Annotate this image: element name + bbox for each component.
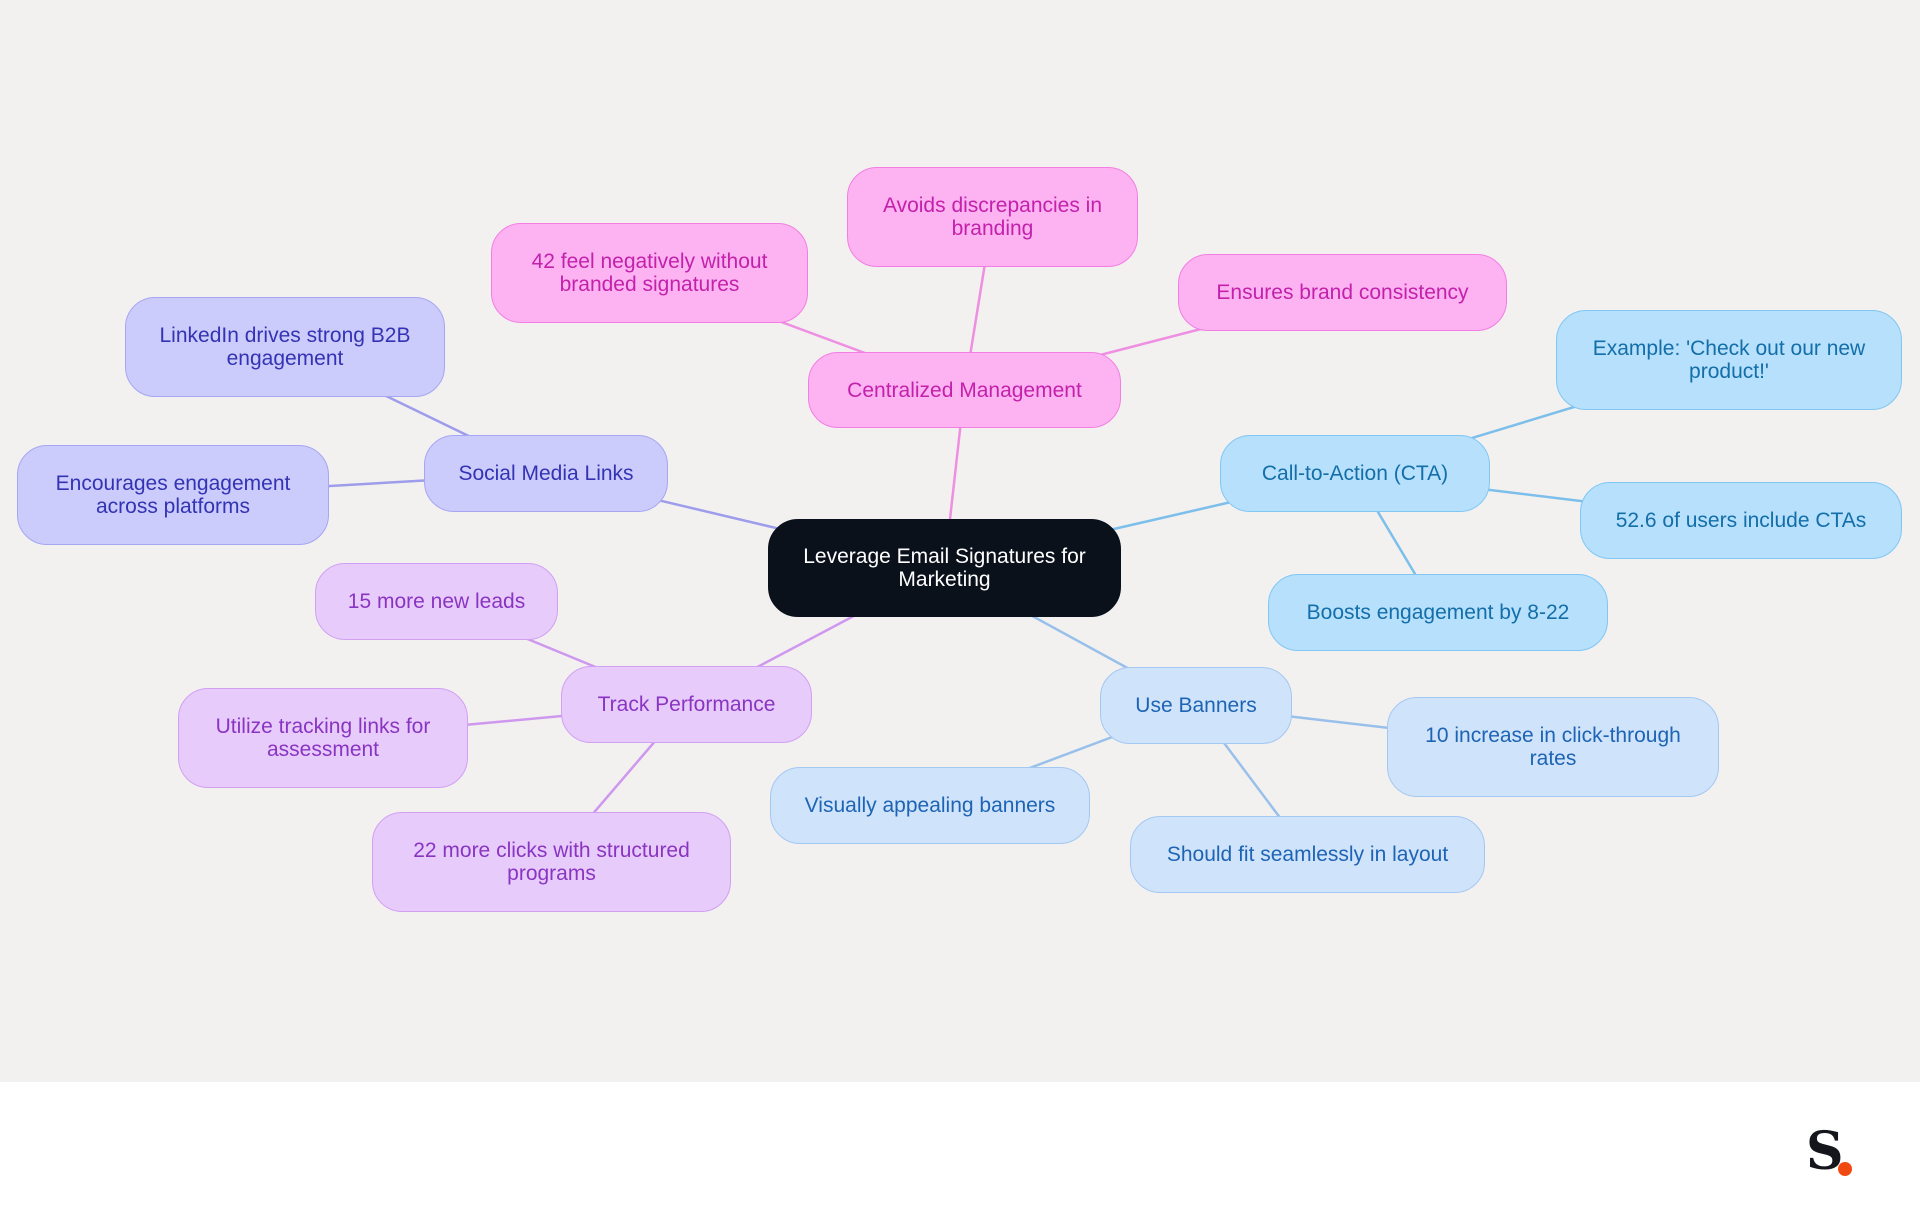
root-node: Leverage Email Signatures for Marketing [768,519,1121,617]
leaf-avoids-discrepancies: Avoids discrepancies in branding [847,167,1138,267]
logo-letter: S [1806,1121,1844,1182]
branch-track-performance: Track Performance [561,666,812,743]
leaf-label: 15 more new leads [347,590,526,613]
leaf-fit-seamlessly: Should fit seamlessly in layout [1130,816,1485,893]
leaf-label: 42 feel negatively without branded signa… [531,250,768,296]
diagram-area: Leverage Email Signatures for Marketing … [0,0,1920,1082]
leaf-label: Example: 'Check out our new product!' [1592,337,1866,383]
leaf-label: LinkedIn drives strong B2B engagement [159,324,411,370]
brand-logo: S [1806,1122,1866,1182]
branch-label: Use Banners [1135,694,1257,717]
branch-label: Social Media Links [458,462,634,485]
leaf-more-new-leads: 15 more new leads [315,563,558,640]
branch-centralized-management: Centralized Management [808,352,1121,428]
leaf-negative-without-branded: 42 feel negatively without branded signa… [491,223,808,323]
leaf-boosts-engagement: Boosts engagement by 8-22 [1268,574,1608,651]
logo-dot-icon [1838,1162,1852,1176]
leaf-label: Encourages engagement across platforms [55,472,291,518]
root-node-label: Leverage Email Signatures for Marketing [803,545,1086,591]
leaf-linkedin-b2b: LinkedIn drives strong B2B engagement [125,297,445,397]
branch-social-media-links: Social Media Links [424,435,668,512]
leaf-tracking-links: Utilize tracking links for assessment [178,688,468,788]
leaf-encourages-engagement: Encourages engagement across platforms [17,445,329,545]
leaf-label: 10 increase in click-through rates [1425,724,1681,770]
branch-label: Centralized Management [847,378,1082,402]
leaf-users-include-ctas: 52.6 of users include CTAs [1580,482,1902,559]
leaf-label: Visually appealing banners [804,794,1056,817]
leaf-click-through-increase: 10 increase in click-through rates [1387,697,1719,797]
branch-use-banners: Use Banners [1100,667,1292,744]
leaf-label: Utilize tracking links for assessment [215,715,431,761]
branch-call-to-action: Call-to-Action (CTA) [1220,435,1490,512]
leaf-cta-example: Example: 'Check out our new product!' [1556,310,1902,410]
branch-label: Call-to-Action (CTA) [1261,462,1449,485]
leaf-label: Avoids discrepancies in branding [882,194,1103,240]
leaf-label: Should fit seamlessly in layout [1166,843,1449,866]
leaf-label: 22 more clicks with structured programs [413,839,690,885]
leaf-label: Boosts engagement by 8-22 [1306,601,1570,624]
leaf-brand-consistency: Ensures brand consistency [1178,254,1507,331]
leaf-label: 52.6 of users include CTAs [1615,509,1867,532]
branch-label: Track Performance [597,693,776,716]
leaf-more-clicks: 22 more clicks with structured programs [372,812,731,912]
leaf-visually-appealing-banners: Visually appealing banners [770,767,1090,844]
leaf-label: Ensures brand consistency [1216,281,1469,304]
